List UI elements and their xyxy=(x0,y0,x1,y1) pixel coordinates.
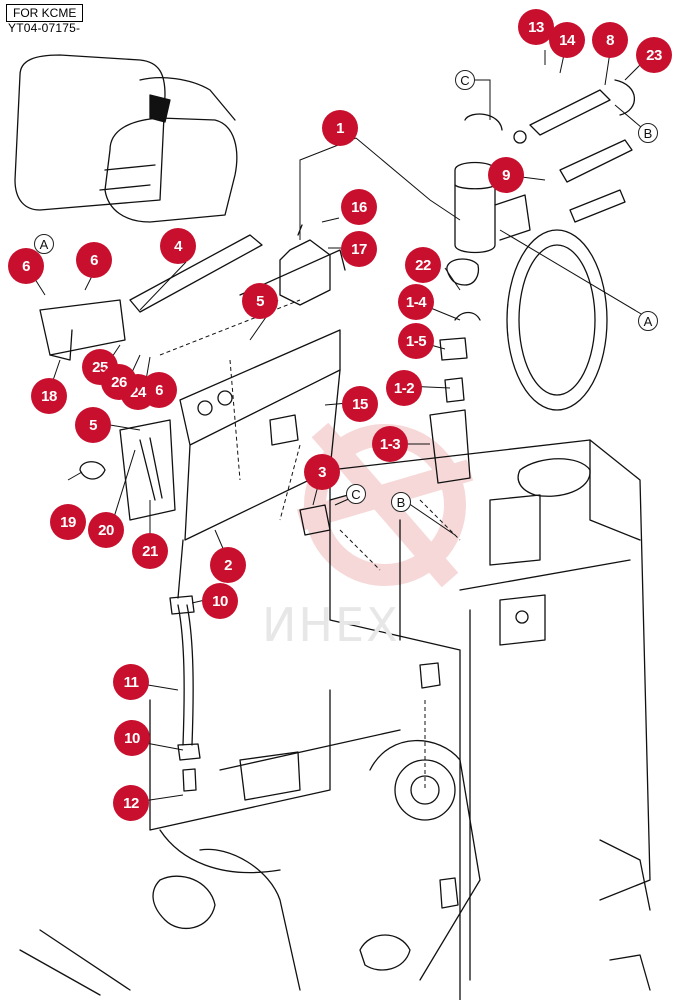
callout-5a[interactable]: 5 xyxy=(242,283,278,319)
callout-2[interactable]: 2 xyxy=(210,547,246,583)
chassis xyxy=(19,439,651,1000)
callout-20[interactable]: 20 xyxy=(88,512,124,548)
callout-13[interactable]: 13 xyxy=(518,9,554,45)
callout-22[interactable]: 22 xyxy=(405,247,441,283)
ref-b-top: B xyxy=(638,123,658,143)
callout-23[interactable]: 23 xyxy=(636,37,672,73)
callout-21[interactable]: 21 xyxy=(132,533,168,569)
callout-1-3[interactable]: 1-3 xyxy=(372,426,408,462)
callout-19[interactable]: 19 xyxy=(50,504,86,540)
callout-17[interactable]: 17 xyxy=(341,231,377,267)
callout-26[interactable]: 26 xyxy=(101,364,137,400)
ref-b-mid: B xyxy=(391,492,411,512)
machine-thumbnail xyxy=(14,54,238,223)
callout-1[interactable]: 1 xyxy=(322,110,358,146)
callout-5b[interactable]: 5 xyxy=(75,407,111,443)
callout-15[interactable]: 15 xyxy=(342,386,378,422)
callout-12[interactable]: 12 xyxy=(113,785,149,821)
hose-assembly xyxy=(169,539,201,792)
callout-11[interactable]: 11 xyxy=(113,664,149,700)
callout-10a[interactable]: 10 xyxy=(202,583,238,619)
ref-a-left: A xyxy=(34,234,54,254)
callout-1-2[interactable]: 1-2 xyxy=(386,370,422,406)
ref-c-mid: C xyxy=(346,484,366,504)
callout-8[interactable]: 8 xyxy=(592,22,628,58)
ref-c-top: C xyxy=(455,70,475,90)
ref-a-right: A xyxy=(638,311,658,331)
bracket-assembly xyxy=(39,224,346,541)
callout-9[interactable]: 9 xyxy=(488,157,524,193)
callout-6b[interactable]: 6 xyxy=(76,242,112,278)
watermark-text: ИНЕХ xyxy=(262,598,400,652)
callout-10b[interactable]: 10 xyxy=(114,720,150,756)
callout-6a[interactable]: 6 xyxy=(8,248,44,284)
callout-14[interactable]: 14 xyxy=(549,22,585,58)
callout-1-4[interactable]: 1-4 xyxy=(398,284,434,320)
pump-assembly xyxy=(299,79,636,536)
drawing-code: YT04-07175- xyxy=(8,21,81,35)
callout-18[interactable]: 18 xyxy=(31,378,67,414)
callout-3[interactable]: 3 xyxy=(304,454,340,490)
callout-16[interactable]: 16 xyxy=(341,189,377,225)
callout-4[interactable]: 4 xyxy=(160,228,196,264)
model-label: FOR KCME xyxy=(6,4,84,22)
callout-1-5[interactable]: 1-5 xyxy=(398,323,434,359)
